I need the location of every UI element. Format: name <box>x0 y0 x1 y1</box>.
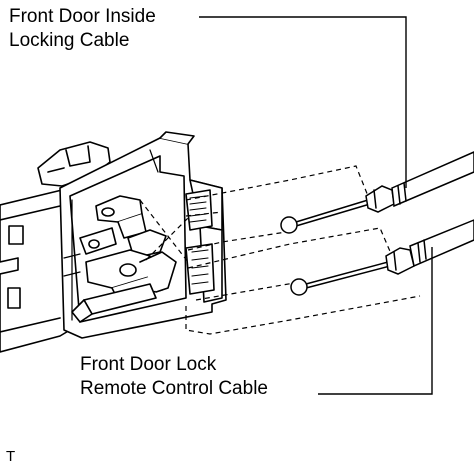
label-front-door-lock-remote-control-cable: Front Door Lock Remote Control Cable <box>80 353 268 401</box>
door-lock-assembly <box>0 131 227 353</box>
leader-line-inside-cable <box>199 16 407 188</box>
remote-cable-ball-end <box>290 278 308 296</box>
cable-phantom-lines <box>139 165 421 335</box>
inside-locking-cable <box>280 151 474 234</box>
label-remote-cable-line1: Front Door Lock <box>80 354 217 375</box>
label-inside-cable-line2: Locking Cable <box>9 30 130 51</box>
label-remote-cable-line2: Remote Control Cable <box>80 378 268 399</box>
remote-control-cable <box>290 219 474 296</box>
label-inside-cable-line1: Front Door Inside <box>9 6 156 27</box>
page-identifier: T <box>6 448 16 465</box>
leader-lines <box>199 16 433 395</box>
label-front-door-inside-locking-cable: Front Door Inside Locking Cable <box>9 5 156 53</box>
leader-line-remote-cable <box>318 247 433 395</box>
inside-cable-ball-end <box>280 216 298 234</box>
